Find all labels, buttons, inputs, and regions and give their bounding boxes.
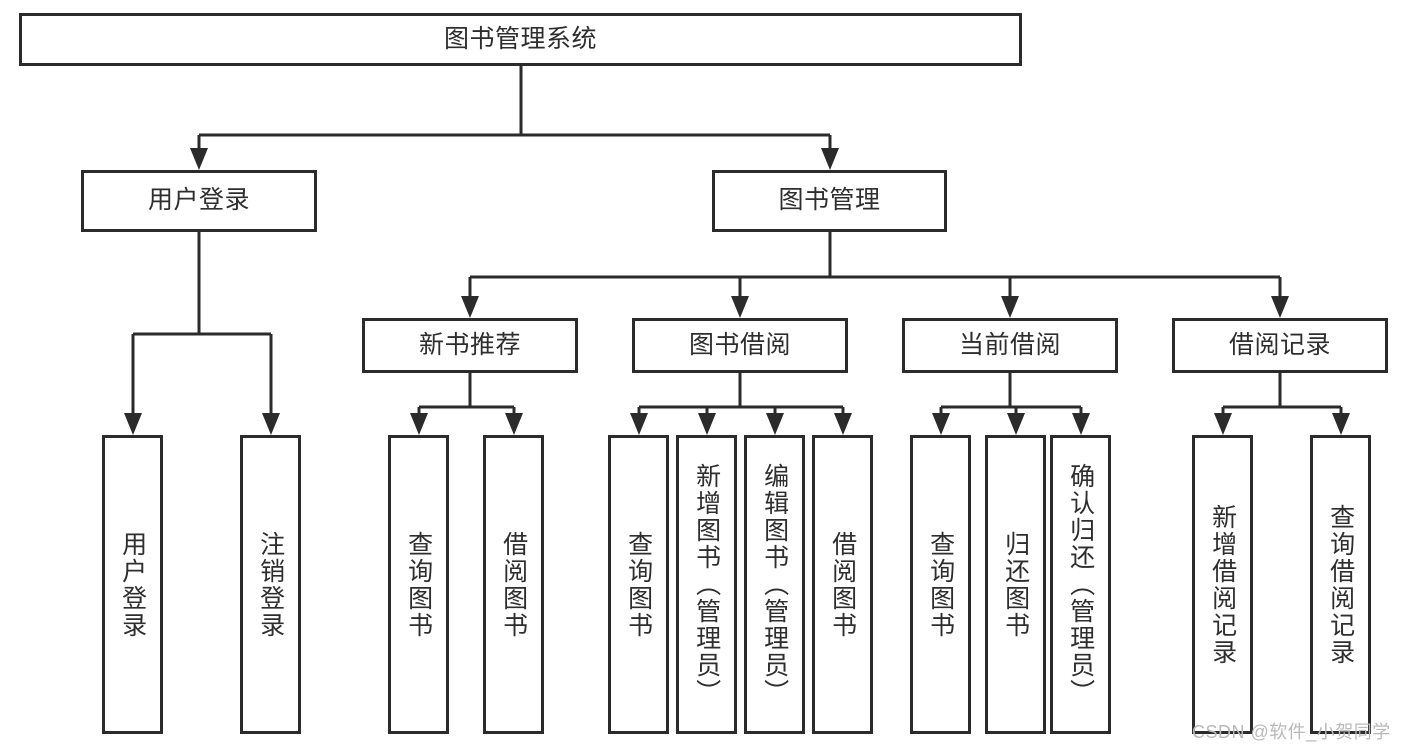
node-label: 新增图书（管理员） — [692, 463, 721, 706]
node-leaf-borrow-book-1[interactable]: 借阅图书 — [483, 435, 544, 734]
node-leaf-user-logout[interactable]: 注销登录 — [240, 435, 301, 734]
node-label: 用户登录 — [118, 530, 147, 639]
node-label: 查询借阅记录 — [1326, 503, 1355, 666]
node-label: 借阅图书 — [828, 530, 857, 639]
node-label: 归还图书 — [1001, 530, 1030, 639]
node-borrow-record[interactable]: 借阅记录 — [1172, 318, 1388, 373]
node-label: 用户登录 — [147, 186, 250, 215]
node-label: 查询图书 — [926, 530, 955, 639]
node-book-manage[interactable]: 图书管理 — [712, 170, 947, 232]
watermark-text: CSDN @软件_小贺同学 — [1192, 722, 1391, 742]
node-label: 图书管理 — [778, 186, 881, 215]
node-leaf-confirm-return[interactable]: 确认归还（管理员） — [1050, 435, 1111, 734]
node-label: 图书管理系统 — [443, 24, 597, 53]
node-label: 确认归还（管理员） — [1066, 463, 1095, 706]
node-leaf-borrow-book-2[interactable]: 借阅图书 — [812, 435, 873, 734]
node-root[interactable]: 图书管理系统 — [19, 13, 1022, 66]
node-label: 查询图书 — [624, 530, 653, 639]
node-label: 图书借阅 — [688, 330, 791, 359]
node-leaf-query-record[interactable]: 查询借阅记录 — [1310, 435, 1371, 734]
node-label: 编辑图书（管理员） — [760, 463, 789, 706]
node-label: 注销登录 — [256, 530, 285, 639]
node-leaf-return-book[interactable]: 归还图书 — [985, 435, 1046, 734]
node-leaf-query-book-1[interactable]: 查询图书 — [388, 435, 449, 734]
node-leaf-query-book-3[interactable]: 查询图书 — [910, 435, 971, 734]
node-label: 新增借阅记录 — [1208, 503, 1237, 666]
node-label: 新书推荐 — [418, 330, 521, 359]
node-leaf-edit-book[interactable]: 编辑图书（管理员） — [744, 435, 805, 734]
node-label: 借阅记录 — [1228, 330, 1331, 359]
node-user-login[interactable]: 用户登录 — [81, 170, 317, 232]
node-leaf-query-book-2[interactable]: 查询图书 — [608, 435, 669, 734]
node-label: 借阅图书 — [499, 530, 528, 639]
node-label: 当前借阅 — [958, 330, 1061, 359]
node-leaf-add-record[interactable]: 新增借阅记录 — [1192, 435, 1253, 734]
node-current-borrow[interactable]: 当前借阅 — [902, 318, 1118, 373]
node-leaf-add-book[interactable]: 新增图书（管理员） — [676, 435, 737, 734]
node-new-book-rec[interactable]: 新书推荐 — [362, 318, 578, 373]
node-leaf-user-login[interactable]: 用户登录 — [102, 435, 163, 734]
node-label: 查询图书 — [404, 530, 433, 639]
node-book-borrow[interactable]: 图书借阅 — [632, 318, 848, 373]
